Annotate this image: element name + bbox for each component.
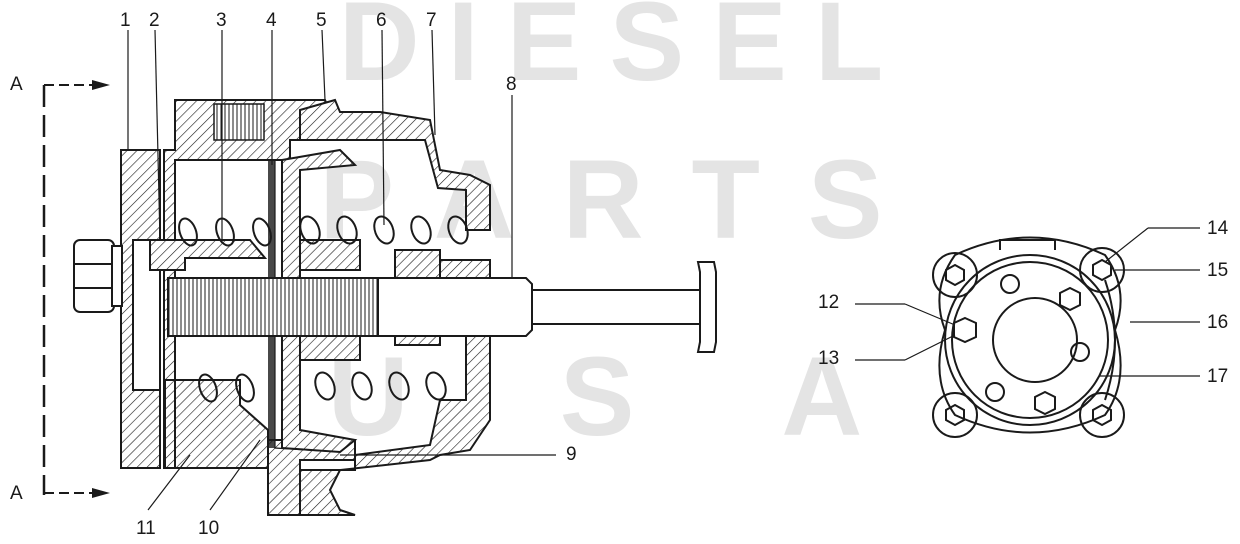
front-view bbox=[932, 236, 1125, 438]
watermark-line3: U S A bbox=[328, 334, 923, 459]
callout-15: 15 bbox=[1207, 260, 1228, 281]
leader-lines bbox=[127, 29, 1200, 511]
callout-3: 3 bbox=[216, 10, 227, 31]
callout-1: 1 bbox=[120, 10, 131, 31]
callout-2: 2 bbox=[149, 10, 160, 31]
callout-13: 13 bbox=[818, 348, 839, 369]
callout-11: 11 bbox=[136, 518, 156, 539]
return-spring-left bbox=[178, 217, 272, 403]
callout-labels: 1 2 3 4 5 6 7 8 9 10 11 12 13 14 15 16 1… bbox=[120, 10, 1229, 539]
callout-12: 12 bbox=[818, 292, 839, 313]
main-spring bbox=[299, 215, 469, 401]
watermark-line1: DIESEL bbox=[339, 0, 912, 104]
watermark-line2: PARTS bbox=[319, 137, 930, 262]
section-label-bottom: A bbox=[10, 483, 23, 504]
arrow-right-icon bbox=[92, 488, 110, 498]
callout-8: 8 bbox=[506, 74, 517, 95]
callout-5: 5 bbox=[316, 10, 327, 31]
cover-plate bbox=[120, 149, 165, 469]
arrow-right-icon bbox=[92, 80, 110, 90]
callout-4: 4 bbox=[266, 10, 277, 31]
callout-10: 10 bbox=[198, 518, 219, 539]
callout-9: 9 bbox=[566, 444, 577, 465]
section-label-top: A bbox=[10, 74, 23, 95]
spring-seat bbox=[149, 239, 361, 361]
section-line-a-a: A A bbox=[10, 74, 110, 504]
callout-14: 14 bbox=[1207, 218, 1229, 239]
callout-6: 6 bbox=[376, 10, 387, 31]
bolt-head bbox=[73, 239, 123, 313]
push-rod bbox=[167, 261, 717, 353]
watermark: DIESEL PARTS U S A bbox=[319, 0, 930, 459]
callout-7: 7 bbox=[426, 10, 437, 31]
callout-16: 16 bbox=[1207, 312, 1228, 333]
callout-17: 17 bbox=[1207, 366, 1228, 387]
